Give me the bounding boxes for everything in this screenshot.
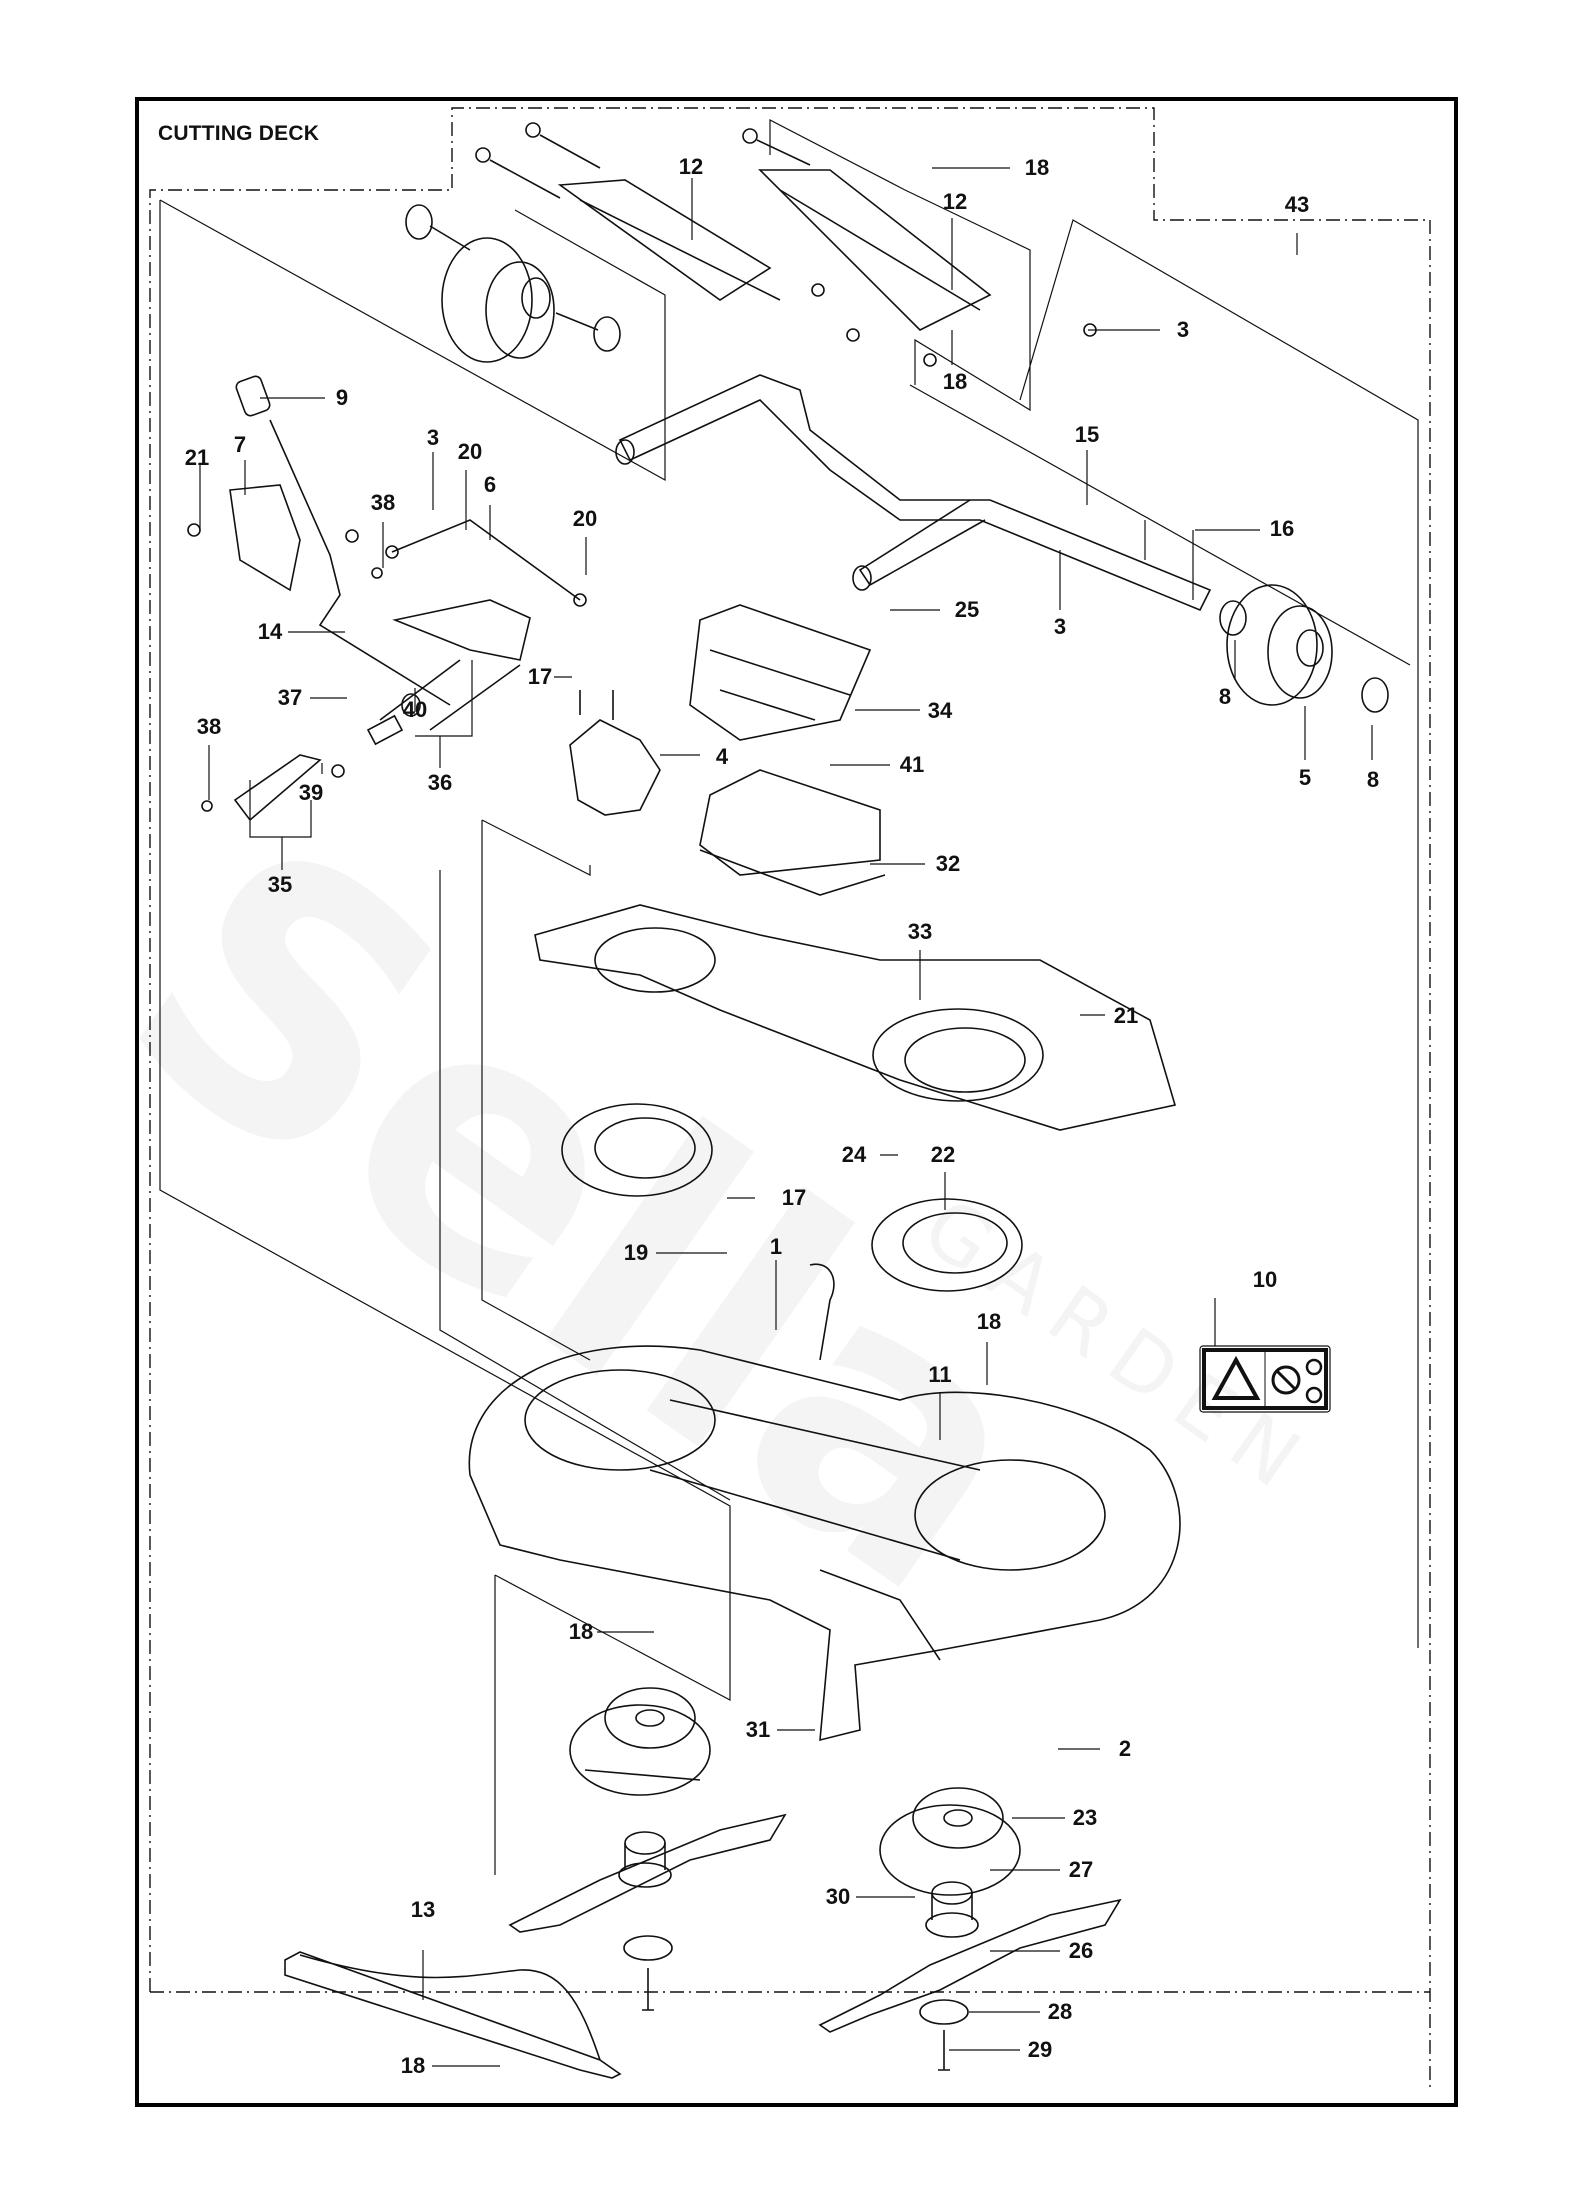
callout-3: 3 [426, 425, 440, 450]
deck-housing [468, 1263, 1181, 1742]
panel-front-axle [909, 384, 1411, 666]
callout-20: 20 [457, 439, 483, 464]
axle-bracket-right [742, 128, 1097, 367]
callout-3: 3 [1176, 317, 1190, 342]
callout-34: 34 [927, 698, 953, 723]
callout-31: 31 [745, 1717, 771, 1742]
callout-16: 16 [1269, 516, 1295, 541]
callout-12: 12 [942, 189, 968, 214]
blade-adapter-right [925, 1881, 979, 1938]
kit-boundary-43 [149, 107, 1431, 2090]
callout-8: 8 [1366, 767, 1380, 792]
callout-26: 26 [1068, 1938, 1094, 1963]
callout-27: 27 [1068, 1857, 1094, 1882]
panel-right-axle [769, 119, 1419, 1648]
callout-12: 12 [678, 154, 704, 179]
callout-18: 18 [568, 1619, 594, 1644]
callout-29: 29 [1027, 2037, 1053, 2062]
callout-25: 25 [954, 597, 980, 622]
callout-40: 40 [402, 697, 428, 722]
diagram-title: CUTTING DECK [158, 122, 320, 145]
blade-bolt-right [938, 2030, 950, 2071]
callout-14: 14 [257, 619, 283, 644]
callout-18: 18 [976, 1309, 1002, 1334]
callout-18: 18 [1024, 155, 1050, 180]
motor-cover [689, 604, 872, 741]
callout-23: 23 [1072, 1805, 1098, 1830]
callout-1: 1 [769, 1234, 783, 1259]
callout-15: 15 [1074, 422, 1100, 447]
safety-decal [1199, 1345, 1331, 1413]
quadrant-bracket [569, 690, 661, 816]
callout-11: 11 [928, 1362, 952, 1387]
deck-top-cover [534, 904, 1177, 1131]
motor-plate-right [871, 1198, 1023, 1292]
callout-10: 10 [1252, 1267, 1278, 1292]
front-axle [615, 374, 1212, 612]
callout-33: 33 [907, 919, 933, 944]
blade-right [818, 1898, 1122, 2033]
front-roller-right [1219, 584, 1389, 713]
callout-17: 17 [781, 1185, 807, 1210]
control-box [699, 769, 886, 896]
blade-washer-right [919, 1999, 969, 2025]
blade-motor-right [879, 1787, 1021, 1896]
callout-17: 17 [527, 664, 553, 689]
callout-5: 5 [1298, 765, 1312, 790]
height-adjust-lever [187, 375, 587, 822]
callout-43: 43 [1284, 192, 1310, 217]
callout-41: 41 [899, 752, 925, 777]
callout-22: 22 [930, 1142, 956, 1167]
callout-8: 8 [1218, 684, 1232, 709]
panel-left-lever [159, 200, 731, 1620]
callout-38: 38 [196, 714, 222, 739]
page-frame [135, 97, 1458, 2107]
blade-motor-left [569, 1687, 711, 1796]
callout-18: 18 [400, 2053, 426, 2078]
callout-24: 24 [841, 1142, 867, 1167]
callout-2: 2 [1118, 1736, 1132, 1761]
callout-37: 37 [277, 685, 303, 710]
panel-mid2 [439, 870, 731, 1501]
callout-39: 39 [298, 780, 324, 805]
callout-3: 3 [1053, 614, 1067, 639]
callout-20: 20 [572, 506, 598, 531]
callout-30: 30 [825, 1884, 851, 1909]
callout-38: 38 [370, 490, 396, 515]
blade-bolt-left [642, 1968, 654, 2011]
callout-6: 6 [483, 472, 497, 497]
blade-left [508, 1813, 787, 1933]
callout-18: 18 [942, 369, 968, 394]
callout-21: 21 [184, 445, 210, 470]
callout-28: 28 [1047, 1999, 1073, 2024]
callout-9: 9 [335, 385, 349, 410]
callout-7: 7 [233, 432, 247, 457]
callout-32: 32 [935, 851, 961, 876]
panel-rear-axle [159, 199, 666, 482]
skid-plate [284, 1951, 622, 2079]
blade-adapter-left [618, 1831, 672, 1888]
callout-19: 19 [623, 1240, 649, 1265]
callout-13: 13 [410, 1897, 436, 1922]
callout-21: 21 [1113, 1003, 1139, 1028]
motor-plate-left [561, 1103, 713, 1197]
axle-bracket-left [475, 122, 860, 342]
callout-4: 4 [715, 744, 729, 769]
blade-washer-left [623, 1935, 673, 1961]
callout-35: 35 [267, 872, 293, 897]
leader-lines [199, 167, 1373, 2067]
callout-36: 36 [427, 770, 453, 795]
rear-roller-left [405, 204, 621, 363]
panel-mid [481, 819, 591, 1361]
